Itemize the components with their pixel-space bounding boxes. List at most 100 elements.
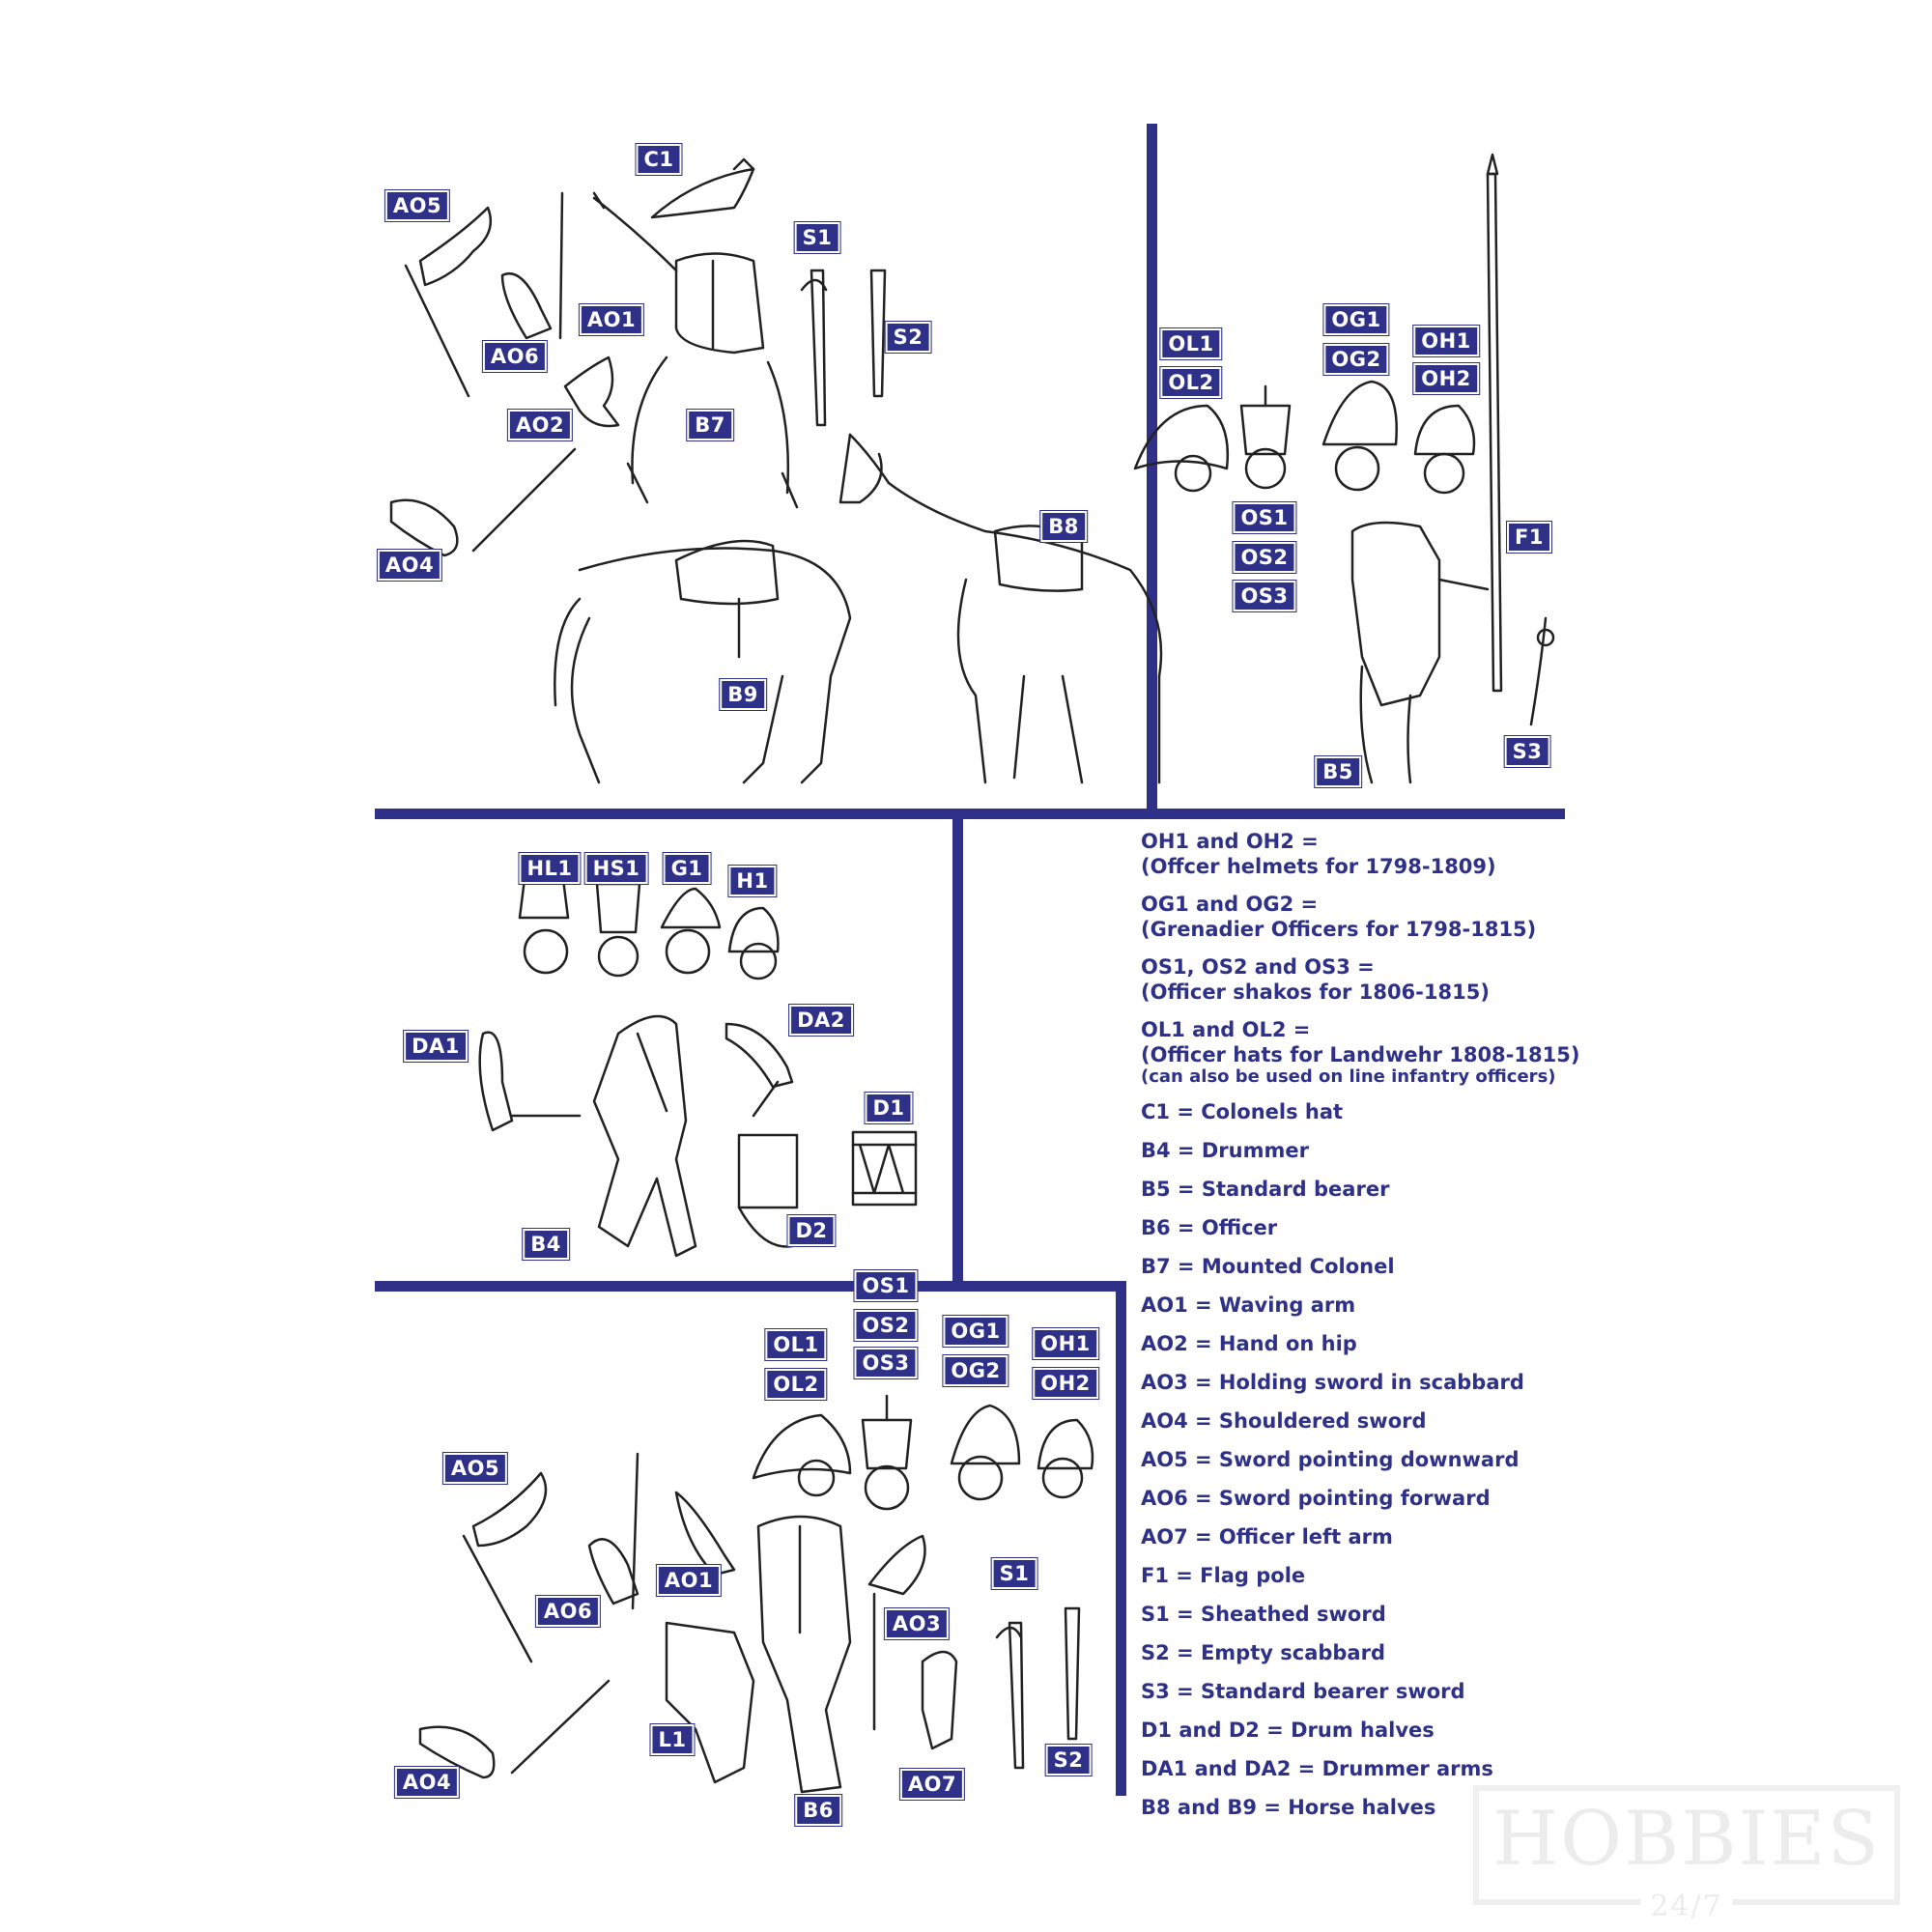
part-label: S2: [884, 321, 932, 354]
colonel-torso-drawing: [592, 191, 799, 509]
colonel-hat-drawing: [650, 157, 755, 219]
legend-item: B4 = Drummer: [1141, 1139, 1309, 1162]
part-label: AO6: [534, 1595, 602, 1628]
watermark-sub: 24/7: [1640, 1889, 1733, 1924]
part-label: OS2: [1232, 541, 1297, 574]
part-label: AO4: [376, 549, 443, 582]
part-label: OS3: [1232, 580, 1297, 612]
part-label: S1: [793, 221, 841, 254]
part-label: AO3: [883, 1607, 951, 1640]
legend-group: OH1 and OH2 =(Offcer helmets for 1798-18…: [1141, 829, 1579, 879]
legend-group-desc: (Grenadier Officers for 1798-1815): [1141, 918, 1537, 941]
arm-da1-drawing: [478, 1031, 582, 1132]
legend-group-note: (can also be used on line infantry offic…: [1141, 1066, 1556, 1087]
sword-s1-drawing: [800, 269, 828, 427]
legend-group-title: OS1, OS2 and OS3 =: [1141, 955, 1375, 979]
legend-item: D1 and D2 = Drum halves: [1141, 1719, 1435, 1742]
arm-ao4-bottom-drawing: [418, 1679, 611, 1779]
legend-item: S2 = Empty scabbard: [1141, 1641, 1385, 1664]
part-label: OL2: [1159, 366, 1223, 399]
legend-item: AO1 = Waving arm: [1141, 1293, 1356, 1317]
horse-b9-drawing: [554, 539, 852, 784]
divider-horizontal-lower: [375, 1281, 1121, 1292]
part-label: OH2: [1412, 362, 1480, 395]
part-label: B5: [1314, 755, 1362, 788]
part-label: OG2: [942, 1354, 1009, 1387]
arm-ao5-drawing: [404, 206, 493, 398]
part-label: B4: [522, 1228, 570, 1261]
legend-item: AO6 = Sword pointing forward: [1141, 1487, 1491, 1510]
part-label: OH1: [1032, 1327, 1099, 1360]
shako-os-bottom-drawing: [861, 1394, 913, 1511]
part-label: OH2: [1032, 1367, 1099, 1400]
legend-group-desc: (Officer shakos for 1806-1815): [1141, 980, 1490, 1004]
parts-legend: OH1 and OH2 =(Offcer helmets for 1798-18…: [1141, 829, 1579, 1833]
arm-ao2-drawing: [563, 355, 620, 428]
arm-ao4-drawing: [389, 447, 577, 557]
divider-vertical-lower: [1116, 1281, 1126, 1796]
part-label: OL1: [1159, 327, 1223, 360]
hat-ol-drawing: [1133, 404, 1229, 493]
arm-ao5-bottom-drawing: [462, 1471, 548, 1663]
standard-bearer-b5-drawing: [1350, 521, 1490, 784]
part-label: HL1: [518, 852, 582, 885]
part-label: AO4: [393, 1766, 461, 1799]
part-label: H1: [727, 865, 778, 897]
sword-s3-drawing: [1529, 616, 1555, 726]
part-label: D1: [864, 1092, 914, 1124]
legend-group-desc: (Offcer helmets for 1798-1809): [1141, 855, 1496, 878]
sword-s1-bottom-drawing: [995, 1621, 1025, 1770]
part-label: OS2: [853, 1309, 919, 1342]
flagpole-f1-drawing: [1486, 153, 1503, 693]
legend-group: OS1, OS2 and OS3 =(Officer shakos for 18…: [1141, 954, 1579, 1005]
legend-item: B6 = Officer: [1141, 1216, 1278, 1239]
legend-group: OL1 and OL2 =(Officer hats for Landwehr …: [1141, 1017, 1579, 1087]
hat-ol-bottom-drawing: [752, 1413, 852, 1497]
legend-item: AO5 = Sword pointing downward: [1141, 1448, 1520, 1471]
legend-item: S3 = Standard bearer sword: [1141, 1680, 1465, 1703]
legend-group-title: OG1 and OG2 =: [1141, 893, 1319, 916]
legend-item: F1 = Flag pole: [1141, 1564, 1306, 1587]
scabbard-s2-bottom-drawing: [1064, 1606, 1081, 1741]
part-label: B6: [794, 1794, 842, 1827]
legend-item: B8 and B9 = Horse halves: [1141, 1796, 1436, 1819]
legs-l1-drawing: [665, 1621, 755, 1784]
part-label: DA1: [403, 1030, 469, 1063]
part-label: C1: [635, 143, 683, 176]
part-label: AO1: [578, 303, 645, 336]
part-label: B9: [719, 678, 767, 711]
legend-item: B7 = Mounted Colonel: [1141, 1255, 1395, 1278]
shako-os-drawing: [1239, 384, 1292, 490]
part-label: F1: [1506, 521, 1552, 554]
grenadier-og-bottom-drawing: [950, 1404, 1021, 1501]
legend-item: DA1 and DA2 = Drummer arms: [1141, 1757, 1493, 1780]
divider-vertical-top: [1147, 124, 1157, 813]
watermark-brand: HOBBIES: [1492, 1796, 1881, 1883]
arm-ao7-drawing: [921, 1650, 958, 1750]
legend-group-title: OL1 and OL2 =: [1141, 1018, 1311, 1041]
part-label: L1: [649, 1723, 696, 1756]
part-label: S3: [1503, 735, 1551, 768]
part-label: OS1: [1232, 501, 1297, 534]
part-label: AO5: [384, 189, 451, 222]
divider-horizontal-middle: [375, 809, 1565, 819]
grenadier-og-drawing: [1321, 380, 1398, 492]
arm-ao3-drawing: [867, 1534, 926, 1731]
arm-ao6-bottom-drawing: [587, 1452, 639, 1610]
part-label: OL2: [764, 1368, 828, 1401]
hobbies-watermark-logo: HOBBIES 24/7: [1473, 1785, 1900, 1924]
part-label: B7: [686, 409, 734, 441]
arm-ao1-bottom-drawing: [674, 1491, 736, 1577]
part-label: AO5: [441, 1452, 509, 1485]
part-label: OL1: [764, 1328, 828, 1361]
part-label: B8: [1039, 510, 1088, 543]
helmet-oh-drawing: [1413, 404, 1476, 495]
divider-vertical-middle: [952, 813, 963, 1286]
part-label: DA2: [788, 1004, 854, 1037]
helmet-oh-bottom-drawing: [1037, 1418, 1094, 1499]
arm-da2-drawing: [724, 1022, 794, 1118]
drum-d1-drawing: [851, 1130, 918, 1207]
drummer-b4-drawing: [592, 1014, 697, 1258]
